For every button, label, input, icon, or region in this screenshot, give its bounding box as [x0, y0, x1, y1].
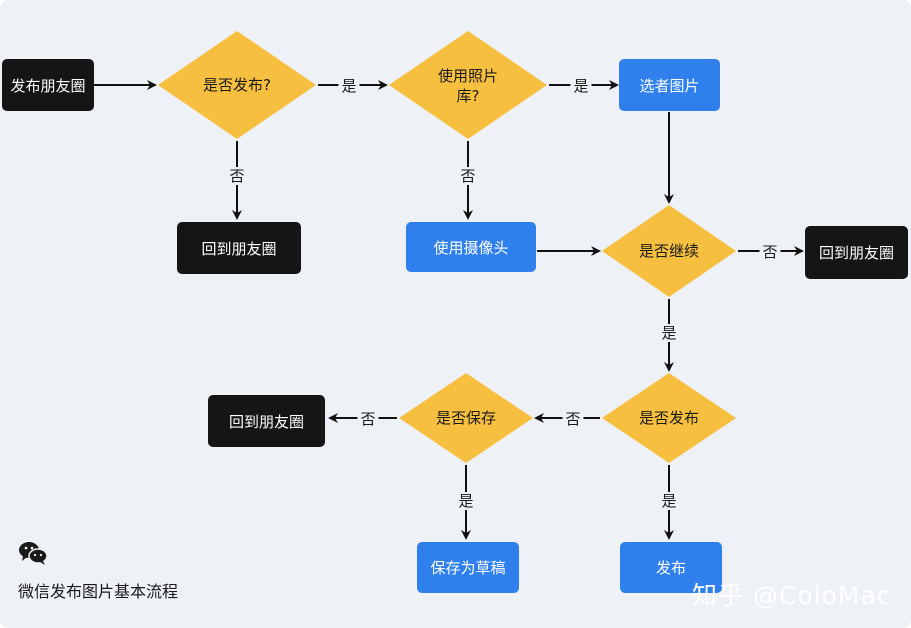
edge-label-no: 否 [226, 167, 248, 185]
edge-label-no: 否 [357, 410, 379, 428]
edge-label-yes: 是 [338, 77, 360, 95]
pick-photo-node: 选者图片 [619, 59, 720, 111]
decision-save-diamond [399, 373, 533, 463]
diagram-caption: 微信发布图片基本流程 [18, 582, 179, 601]
use-camera-node: 使用摄像头 [406, 222, 536, 272]
decision-photo-library-line1: 使用照片 [437, 67, 498, 85]
edge-label-no: 否 [562, 410, 584, 428]
back-to-moments-node-1: 回到朋友圈 [177, 222, 301, 274]
edge-label-no: 否 [759, 243, 781, 261]
wechat-icon [19, 542, 48, 565]
save-draft-node: 保存为草稿 [417, 542, 519, 593]
edge-label-no: 否 [457, 167, 479, 185]
decision-photo-library-line2: 库? [456, 87, 480, 105]
edge-label-yes: 是 [658, 492, 680, 510]
decision-photo-library-diamond [389, 31, 547, 139]
back-to-moments-node-2: 回到朋友圈 [805, 226, 908, 279]
edge-label-yes: 是 [455, 492, 477, 510]
decision-continue-diamond [602, 205, 736, 297]
decision-photo-library-label: 使用照片 库? [418, 66, 518, 106]
decision-publish-label: 是否发布? [203, 76, 271, 94]
decision-save-label: 是否保存 [435, 409, 496, 427]
edge-label-yes: 是 [570, 77, 592, 95]
start-node: 发布朋友圈 [2, 59, 94, 111]
decision-publish2-label: 是否发布 [638, 409, 699, 427]
edge-label-yes: 是 [658, 324, 680, 342]
publish-node: 发布 [620, 542, 722, 593]
decision-publish2-diamond [602, 373, 736, 463]
zhihu-watermark: 知乎 @ColoMac [692, 581, 892, 610]
back-to-moments-node-3: 回到朋友圈 [208, 395, 325, 447]
decision-publish-diamond [158, 31, 316, 139]
decision-continue-label: 是否继续 [638, 242, 699, 260]
